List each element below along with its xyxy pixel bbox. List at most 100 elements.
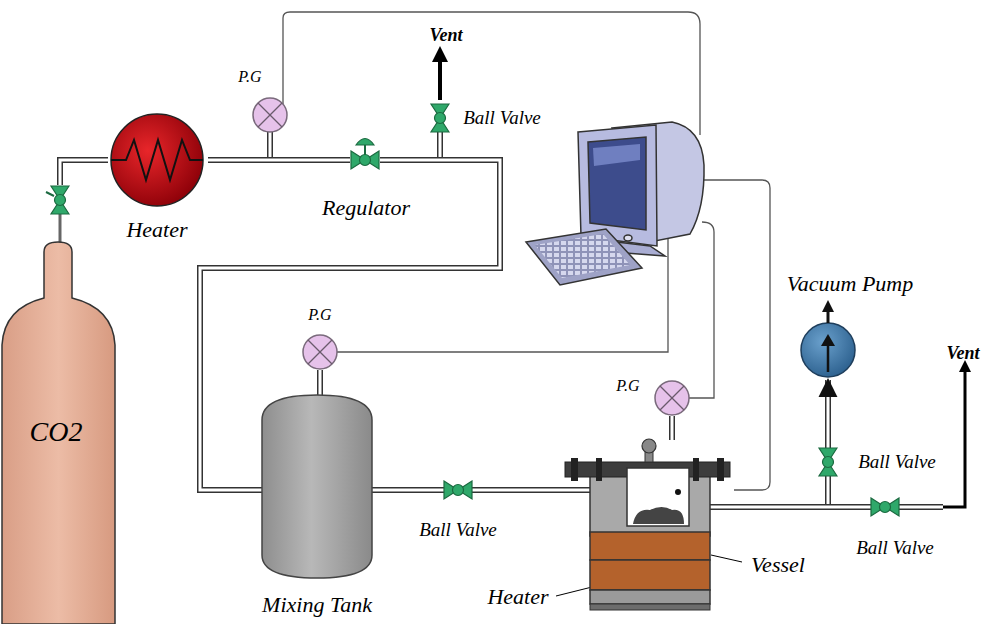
pressure-gauge: P.G: [228, 64, 290, 133]
ball-valve: Ball Valve: [848, 492, 943, 562]
drawing-path: [59, 212, 62, 242]
drawing-path: [310, 157, 350, 163]
drawing-g: [431, 104, 449, 132]
vacuum-pump: Vacuum Pump: [770, 268, 930, 380]
pressure-gauge: P.G: [295, 302, 345, 370]
drawing-path: [390, 487, 405, 493]
drawing-path: [633, 507, 684, 524]
drawing-path: [208, 157, 310, 163]
arrow-head: [827, 380, 829, 447]
node-label: Ball Valve: [858, 452, 936, 473]
drawing-path: [848, 506, 872, 509]
ball-valve: Ball Valve: [405, 474, 515, 544]
drawing-path: [405, 487, 446, 493]
pressure-vessel-shape: [562, 440, 734, 612]
vent-label: Vent: [946, 344, 979, 364]
drawing-circle: [360, 155, 371, 166]
drawing-rect: [693, 458, 699, 481]
drawing-circle: [111, 114, 203, 206]
node-label: Ball Valve: [856, 538, 934, 559]
pipe-connector: [390, 490, 405, 491]
drawing-path: [578, 125, 657, 246]
drawing-line: [258, 103, 282, 127]
node-label: P.G: [308, 306, 331, 324]
drawing-path: [269, 132, 272, 158]
pipe-connector: [422, 136, 440, 160]
pressure-vessel: Vessel: [562, 440, 734, 612]
drawing-circle: [675, 489, 681, 495]
drawing-path: [60, 160, 108, 185]
drawing-path: [898, 506, 943, 509]
drawing-path: [700, 180, 770, 490]
drawing-path: [470, 489, 515, 492]
drawing-path: [825, 380, 831, 447]
drawing-path: [380, 157, 422, 163]
drawing-line: [258, 103, 282, 127]
gauge-stem: [270, 132, 271, 158]
drawing-rect: [596, 458, 602, 481]
drawing-rect: [590, 532, 710, 560]
node-label: CO2: [30, 417, 83, 448]
drawing-path: [821, 334, 835, 346]
pipe-connector: [828, 380, 829, 447]
drawing-rect: [590, 560, 710, 590]
node-label: Mixing Tank: [262, 593, 372, 617]
pipe-connector: [734, 507, 848, 508]
drawing-path: [895, 366, 965, 507]
drawing-path: [898, 504, 943, 510]
drawing-path: [669, 416, 675, 440]
pipe-connector: [320, 370, 321, 395]
drawing-g: [819, 448, 837, 476]
drawing-path: [310, 159, 350, 162]
mixing-tank: Mixing Tank: [245, 395, 390, 622]
drawing-path: [319, 370, 322, 395]
drawing-path: [111, 140, 203, 180]
drawing-path: [526, 229, 642, 285]
drawing-path: [848, 504, 872, 510]
drawing-path: [422, 136, 440, 160]
drawing-line: [308, 340, 332, 364]
drawing-line: [660, 386, 684, 410]
drawing-circle: [303, 335, 337, 369]
drawing-path: [380, 159, 422, 162]
ball-valve: Ball Valve: [812, 447, 952, 479]
drawing-ellipse: [624, 235, 632, 241]
drawing-path: [708, 504, 734, 510]
pipe-connector: [60, 160, 108, 185]
drawing-path: [515, 489, 562, 492]
gas-cylinder: CO2: [0, 185, 118, 624]
drawing-path: [827, 311, 830, 323]
pipe-connector: [734, 479, 828, 507]
drawing-circle: [642, 439, 656, 453]
drawing-path: [827, 344, 830, 372]
drawing-path: [562, 489, 592, 492]
drawing-rect: [717, 458, 724, 481]
vent-arrows: [440, 54, 965, 507]
pressure-regulator: Regulator: [310, 128, 422, 224]
drawing-path: [734, 479, 828, 507]
drawing-line: [660, 386, 684, 410]
drawing-path: [825, 380, 831, 447]
drawing-rect: [571, 458, 578, 481]
drawing-circle: [435, 113, 446, 124]
drawing-path: [671, 416, 674, 440]
node-label: Ball Valve: [419, 520, 497, 541]
drawing-rect: [590, 604, 710, 610]
drawing-path: [267, 132, 273, 157]
pipe-connector: [515, 490, 562, 491]
node-label: Regulator: [322, 196, 410, 220]
drawing-path: [827, 380, 830, 447]
drawing-circle: [55, 195, 66, 206]
drawing-g: [444, 481, 472, 499]
drawing-path: [356, 139, 374, 146]
drawing-path: [689, 222, 714, 398]
node-label: Vessel: [751, 553, 805, 577]
drawing-path: [283, 12, 700, 135]
node-label: Vacuum Pump: [787, 272, 913, 296]
drawing-rect: [627, 468, 689, 526]
pressure-gauge: P.G: [612, 370, 692, 416]
vent-label: Vent: [429, 26, 462, 46]
drawing-path: [422, 136, 440, 160]
drawing-circle: [655, 381, 689, 415]
